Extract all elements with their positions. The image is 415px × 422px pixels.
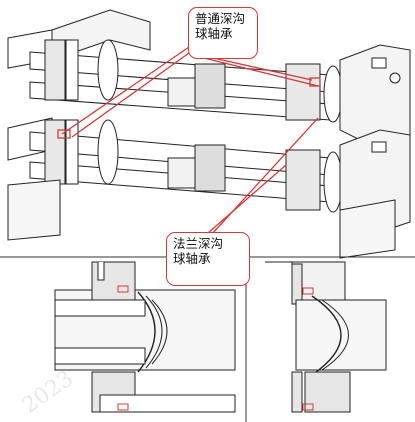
callout-line-2: 球轴承: [173, 251, 211, 266]
callout-line-1: 普通深沟: [195, 11, 246, 26]
detail-flanged-bearing: [265, 261, 387, 413]
leader-lines: [57, 44, 321, 235]
callout-flanged-bearing: 法兰深沟球轴承: [166, 232, 250, 286]
upper-shaft-assembly: [7, 9, 411, 151]
callout-line-2: 球轴承: [195, 26, 233, 41]
callout-deep-groove-bearing: 普通深沟球轴承: [188, 7, 258, 59]
detail-deep-groove-bearing: [54, 261, 236, 413]
callout-line-1: 法兰深沟: [173, 236, 224, 251]
